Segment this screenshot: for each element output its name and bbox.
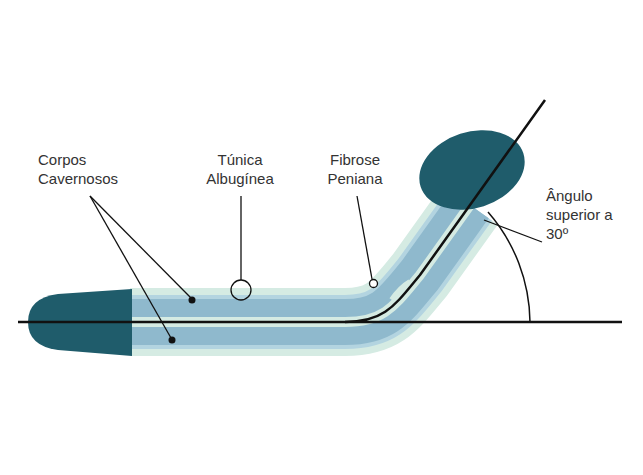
curved-axis [345,100,545,322]
angle-label: Ângulo superior a 30º [546,186,630,243]
horizontal-axis [18,321,622,324]
part-label: Túnica Albugínea [190,150,290,188]
corpora-edge [130,205,470,322]
corpora-cavernosa [130,205,470,322]
leader-line [484,220,542,242]
leader-line [90,196,191,298]
leader-circle [370,280,378,288]
leader-circle [231,280,251,300]
leader-dot [189,297,196,304]
leader-line [240,196,241,280]
part-label: Fibrose Peniana [305,150,405,188]
leader-line [90,196,171,338]
leader-dot [169,337,176,344]
tunica-band [130,205,470,322]
part-label: Corpos Cavernosos [38,150,138,188]
angle-arc [488,212,530,322]
glans [409,117,535,223]
leader-line [357,196,372,279]
septum [130,205,470,322]
